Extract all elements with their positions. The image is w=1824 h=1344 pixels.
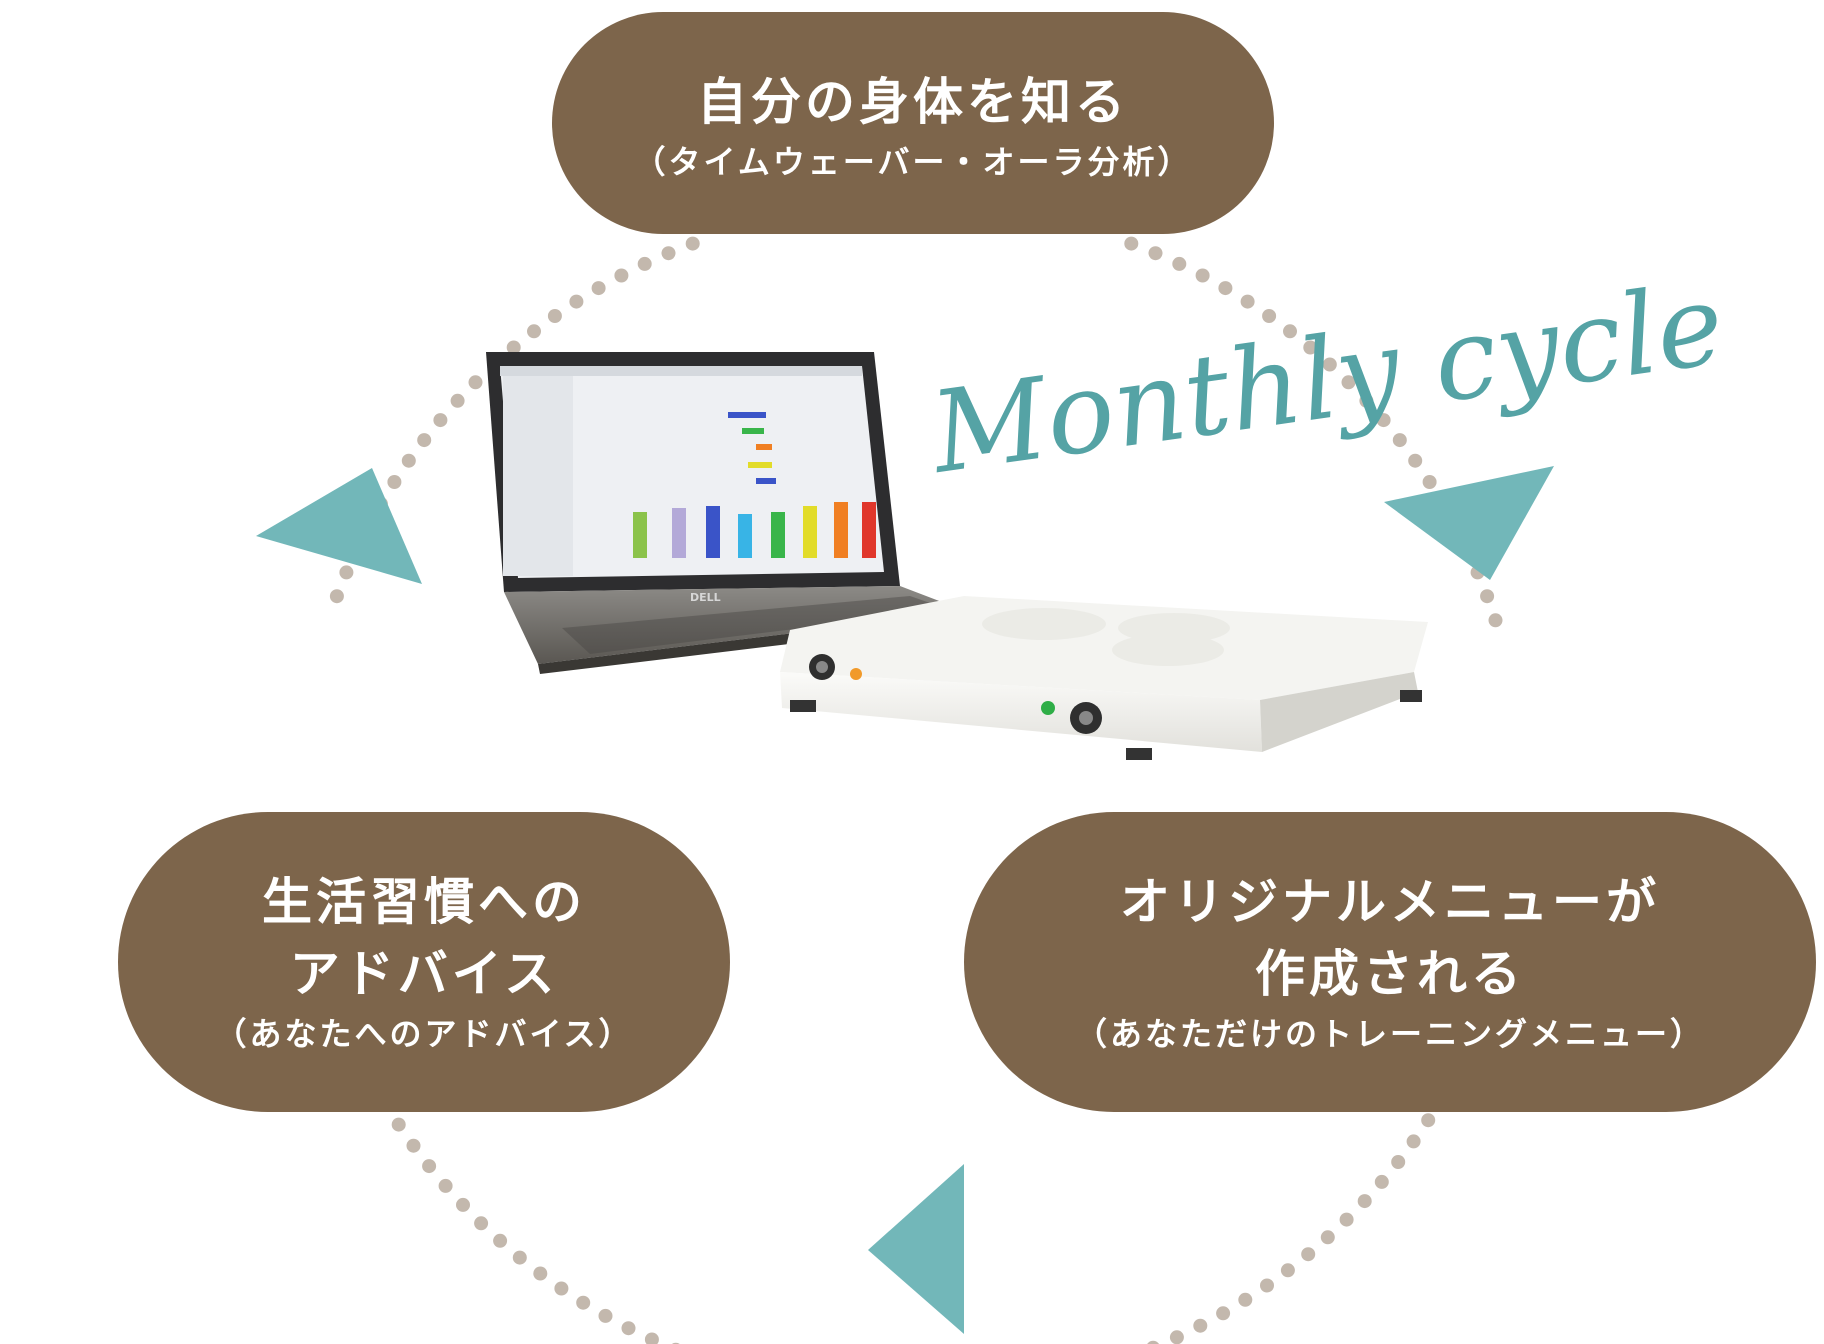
cycle-dot [1280,1263,1295,1278]
cycle-dot [1218,281,1233,296]
cycle-dot [1240,294,1255,309]
laptop-brand-label: DELL [690,591,721,604]
cycle-dot [1238,1292,1253,1307]
cycle-dot [1172,256,1187,271]
laptop-illustration: DELL [486,352,972,674]
cycle-dot [1260,1278,1274,1293]
cycle-dot [598,1308,613,1323]
arrow-left-up-icon [256,468,422,584]
cycle-dot [1195,268,1210,283]
step-title-line: 作成される [1255,945,1525,1003]
laptop-screen-chart [633,412,876,558]
arrow-right-down-icon [1384,466,1554,580]
cycle-dot [1357,1194,1372,1209]
step-subtitle: （タイムウェーバー・オーラ分析） [633,143,1193,181]
cycle-dot [533,1266,548,1281]
cycle-dot [547,309,562,323]
cycle-dot [576,1295,591,1310]
cycle-dot [1124,236,1139,251]
cycle-dot [450,393,465,408]
cycle-dot [493,1233,508,1248]
step-title-line: オリジナルメニューが [1120,873,1660,931]
cycle-dot [1262,309,1277,323]
cycle-dot [554,1281,569,1296]
cycle-dot [339,565,354,580]
cycle-dot [644,1332,659,1344]
cycle-dot [527,324,541,339]
cycle-dot [1408,453,1423,468]
cycle-dot [621,1321,636,1336]
cycle-dot [417,433,432,448]
cycle-dot [1391,1155,1406,1169]
cycle-dot [1406,1134,1421,1149]
cycle-dot [1147,1340,1159,1344]
cycle-dot [1374,1174,1389,1189]
cycle-dot [591,281,606,296]
step-know-your-body: 自分の身体を知る （タイムウェーバー・オーラ分析） [552,12,1274,234]
step-title-line: 生活習慣への [262,873,586,931]
cycle-dot [1359,393,1374,408]
cycle-dot [1216,1306,1231,1321]
cycle-dot [1488,613,1503,628]
cycle-dot [474,1216,489,1231]
cycle-dot [1341,375,1356,390]
cycle-dot [685,236,700,251]
cycle-dot [1322,357,1337,372]
cycle-dot [1480,589,1495,604]
cycle-dot [438,1178,453,1193]
cycle-dot [406,1138,421,1153]
arrow-bottom-left-icon [868,1164,964,1334]
cycle-dot [1320,1230,1335,1245]
cycle-dot [1193,1318,1208,1333]
cycle-dot [468,375,483,390]
cycle-dot [1392,433,1407,448]
cycle-dot [506,340,521,355]
cycle-dot [1422,475,1437,489]
cycle-dot [422,1159,437,1174]
cycle-dot [1421,1113,1436,1128]
cycle-dot [1339,1212,1354,1227]
cycle-dot [1376,413,1391,428]
cycle-dot [329,589,344,604]
cycle-dot [637,256,652,271]
cycle-dot [387,475,402,489]
step-title-line: 自分の身体を知る [697,73,1129,131]
cycle-dot [1301,1247,1316,1262]
device-illustration [780,596,1428,760]
cycle-dot [661,246,676,261]
cycle-dot [1148,246,1163,261]
cycle-dot [1169,1330,1184,1344]
cycle-dot [433,413,448,428]
step-subtitle: （あなたへのアドバイス） [214,1015,634,1053]
step-original-menu: オリジナルメニューが 作成される （あなただけのトレーニングメニュー） [964,812,1816,1112]
cycle-dot [1303,340,1318,355]
step-subtitle: （あなただけのトレーニングメニュー） [1074,1015,1705,1053]
cycle-dot [391,1117,406,1132]
cycle-dot [569,294,584,309]
step-title-line: アドバイス [289,945,559,1003]
cycle-dot [1283,324,1297,339]
step-lifestyle-advice: 生活習慣への アドバイス （あなたへのアドバイス） [118,812,730,1112]
cycle-dot [512,1250,527,1265]
cycle-dot [456,1197,470,1212]
cycle-dot [614,268,629,283]
cycle-dot [401,453,416,468]
